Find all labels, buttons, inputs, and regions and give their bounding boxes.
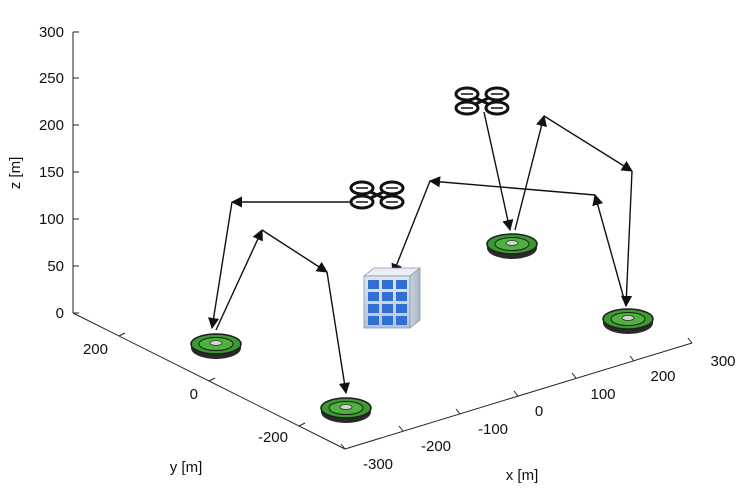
link-arrow (483, 111, 514, 232)
link-arrow (620, 170, 633, 308)
x-tick-label: -300 (363, 456, 393, 473)
x-axis-label: x [m] (506, 467, 539, 484)
z-tick-label: 200 (39, 117, 64, 134)
link-arrow (208, 201, 233, 330)
link-arrow (391, 180, 431, 276)
x-axis-line (344, 342, 693, 450)
axes: 0 50 100 150 200 250 300 z [m] 200 0 -20… (7, 24, 736, 484)
z-tick-label: 150 (39, 164, 64, 181)
y-axis-label: y [m] (170, 459, 203, 476)
y-ticks: 200 0 -200 (83, 332, 306, 446)
x-tick-label: -100 (478, 421, 508, 438)
link-arrow (261, 229, 328, 273)
x-tick-label: 100 (590, 386, 615, 403)
building-windows (368, 280, 407, 325)
y-tick-label: -200 (258, 429, 288, 446)
x-tick-label: 300 (710, 353, 735, 370)
y-tick-label: 200 (83, 341, 108, 358)
link-arrow (326, 271, 350, 395)
quadcopter-drone-icon (454, 86, 510, 116)
ground-robot-icon (320, 397, 372, 423)
z-tick-label: 0 (56, 305, 64, 322)
building-icon (362, 267, 422, 329)
z-ticks: 0 50 100 150 200 250 300 (39, 24, 79, 322)
x-tick-label: 0 (535, 403, 543, 420)
x-ticks: -300 -200 -100 0 100 200 300 (340, 337, 736, 473)
right-network-links (391, 111, 633, 308)
x-tick-label: 200 (650, 368, 675, 385)
ground-robot-icon (190, 333, 242, 359)
z-tick-label: 50 (47, 258, 64, 275)
link-arrow (543, 115, 633, 172)
z-axis-label: z [m] (7, 157, 24, 190)
z-tick-label: 250 (39, 70, 64, 87)
link-arrow (215, 228, 263, 331)
quadcopter-drone-icon (349, 180, 405, 210)
z-tick-label: 300 (39, 24, 64, 41)
link-arrow (514, 114, 547, 231)
y-tick-label: 0 (190, 386, 198, 403)
link-arrow (592, 193, 627, 307)
x-tick-label: -200 (421, 438, 451, 455)
link-arrow (428, 176, 596, 196)
ground-robot-icon (486, 233, 538, 259)
z-tick-label: 100 (39, 211, 64, 228)
left-network-links (208, 196, 354, 395)
ground-robot-icon (602, 308, 654, 334)
